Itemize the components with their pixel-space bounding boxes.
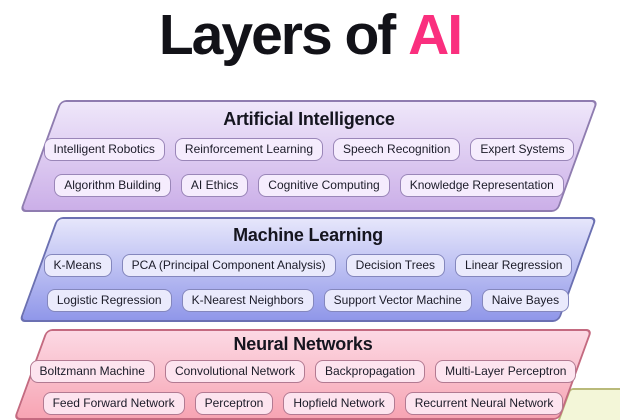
tag-pill: Convolutional Network — [164, 360, 305, 383]
tag-pill: Cognitive Computing — [258, 174, 390, 197]
tag-pill: Recurrent Neural Network — [404, 392, 564, 415]
layer-title: Neural Networks — [233, 334, 373, 354]
tag-pill: Expert Systems — [470, 138, 575, 161]
tag-pill: Speech Recognition — [333, 138, 461, 161]
tag-pill: K-Nearest Neighbors — [181, 289, 314, 312]
layer-title: Artificial Intelligence — [223, 109, 395, 129]
tag-pill: Reinforcement Learning — [174, 138, 323, 161]
pill-row: Intelligent Robotics Reinforcement Learni… — [43, 138, 575, 161]
layer-content: Artificial Intelligence Intelligent Robo… — [40, 100, 578, 212]
pill-row: Algorithm Building AI Ethics Cognitive Com… — [54, 174, 564, 197]
tag-pill: Multi-Layer Perceptron — [435, 360, 577, 383]
tag-pill: Feed Forward Network — [42, 392, 185, 415]
title-highlight: AI — [408, 3, 463, 67]
title-spacer — [394, 3, 408, 67]
tag-pill: Support Vector Machine — [323, 289, 472, 312]
tag-pill: K-Means — [43, 254, 112, 277]
pill-row: Feed Forward Network Perceptron Hopfield N… — [42, 392, 564, 415]
tag-pill: Perceptron — [194, 392, 274, 415]
tag-pill: Boltzmann Machine — [29, 360, 155, 383]
layer-machine-learning: Machine Learning K-Means PCA (Principal C… — [18, 217, 598, 322]
pill-row: K-Means PCA (Principal Component Analysis… — [43, 254, 573, 277]
pill-row: Logistic Regression K-Nearest Neighbors Su… — [46, 289, 570, 312]
tag-pill: PCA (Principal Component Analysis) — [121, 254, 336, 277]
layer-title: Machine Learning — [233, 225, 383, 245]
layer-artificial-intelligence: Artificial Intelligence Intelligent Robo… — [19, 100, 599, 212]
tag-pill: Intelligent Robotics — [43, 138, 165, 161]
tag-pill: Naive Bayes — [481, 289, 570, 312]
title-text: Layers of — [158, 3, 396, 67]
layer-content: Neural Networks Boltzmann Machine Convolu… — [29, 329, 577, 420]
layer-neural-networks: Neural Networks Boltzmann Machine Convolu… — [13, 329, 593, 420]
page-title: Layers of AI — [0, 0, 620, 70]
tag-pill: Hopfield Network — [283, 392, 395, 415]
tag-pill: Logistic Regression — [46, 289, 172, 312]
pill-row: Boltzmann Machine Convolutional Network Ba… — [29, 360, 577, 383]
tag-pill: Decision Trees — [345, 254, 446, 277]
tag-pill: Algorithm Building — [54, 174, 171, 197]
layer-content: Machine Learning K-Means PCA (Principal C… — [38, 217, 578, 322]
tag-pill: Linear Regression — [455, 254, 573, 277]
tag-pill: AI Ethics — [180, 174, 249, 197]
tag-pill: Knowledge Representation — [399, 174, 564, 197]
tag-pill: Backpropagation — [315, 360, 426, 383]
